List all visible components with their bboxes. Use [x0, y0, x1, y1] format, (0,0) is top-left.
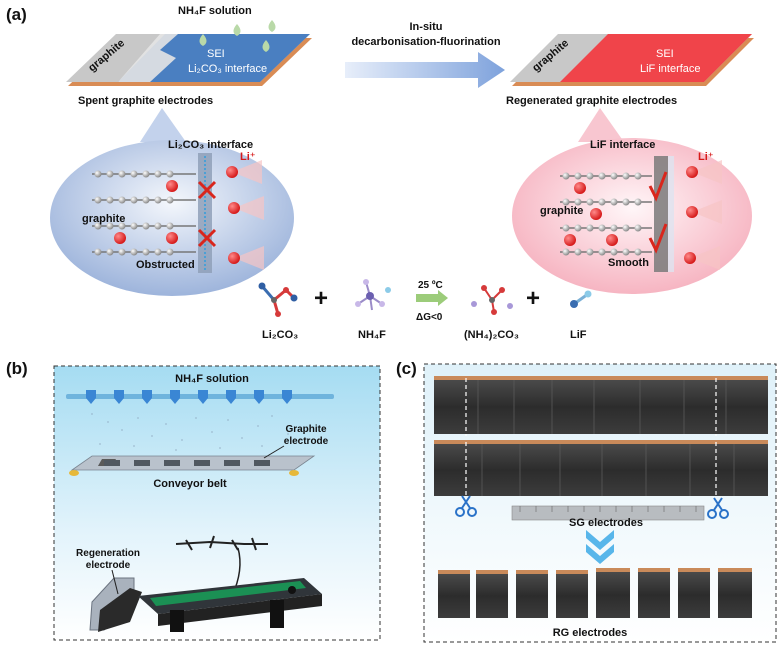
lif-layer [560, 34, 752, 82]
li2co3-layer [118, 34, 310, 82]
lif-zoom-title: LiF interface [590, 139, 655, 151]
solution-droplets: NH₄F solution [178, 5, 276, 52]
regenerated-caption: Regenerated graphite electrodes [506, 95, 677, 107]
conveyor-belt-label: Conveyor belt [153, 478, 227, 490]
steel-ruler [511, 505, 705, 521]
product1-label: (NH₄)₂CO₃ [464, 329, 519, 341]
obstructed-label: Obstructed [136, 259, 195, 271]
regeneration-label-2: electrode [86, 560, 131, 571]
graphite-layers-right [560, 172, 652, 256]
graphite-zoom-left: graphite [82, 213, 125, 225]
sei-label-left: SEI [207, 48, 225, 60]
li-ion-label-right: Li⁺ [698, 151, 714, 163]
spray-mist [91, 413, 301, 451]
blocked-cross-icon [197, 180, 217, 248]
li2co3-zoom-title: Li₂CO₃ interface [168, 139, 253, 151]
reactant2-label: NH₄F [358, 329, 386, 341]
process-label-1: In-situ [410, 21, 443, 33]
solution-label-b: NH₄F solution [175, 373, 249, 385]
graphite-electrode-label-2: electrode [284, 436, 329, 447]
li-ion-label-left: Li⁺ [240, 151, 256, 163]
regenerated-electrode-sheet: graphite SEI LiF interface Regenerated g… [506, 34, 754, 107]
li2co3-molecule-icon [258, 282, 298, 317]
process-label-2: decarbonisation-fluorination [351, 36, 500, 48]
plus-sign-1: + [314, 285, 328, 312]
spent-caption: Spent graphite electrodes [78, 95, 213, 107]
smooth-label: Smooth [608, 257, 649, 269]
interface-label-right: LiF interface [640, 63, 701, 75]
sg-electrode-strip-bottom [434, 440, 768, 498]
li2co3-zoom-bubble: Li₂CO₃ interface Li⁺ [50, 108, 294, 296]
interface-label-left: Li₂CO₃ interface [188, 63, 267, 75]
plus-sign-2: + [526, 285, 540, 312]
li-ions-right [564, 160, 722, 270]
scissors-icon [455, 495, 477, 517]
check-mark-icon [648, 171, 668, 254]
spent-electrode-sheet: graphite SEI Li₂CO₃ interface Spent grap… [66, 34, 312, 107]
solution-label-a: NH₄F solution [178, 5, 252, 17]
panel-b-tag: (b) [6, 359, 28, 378]
li-ions-left [114, 160, 264, 270]
nh4f-molecule-icon [355, 279, 391, 311]
regeneration-label-1: Regeneration [76, 548, 140, 559]
process-arrow: In-situ decarbonisation-fluorination [345, 21, 505, 88]
sg-electrode-strip-top [434, 376, 768, 436]
panel-c: SG electrodes RG electrodes [423, 363, 777, 643]
sg-electrodes-label: SG electrodes [569, 517, 643, 529]
graphite-zoom-right: graphite [540, 205, 583, 217]
conveyor-platform [69, 455, 316, 476]
reaction-equation: Li₂CO₃ + NH₄F 25 ºC ΔG<0 (NH₄ [258, 279, 592, 341]
scissors-icon-right [707, 497, 729, 519]
temperature-label: 25 ºC [418, 280, 443, 291]
gibbs-label: ΔG<0 [416, 312, 443, 323]
product2-label: LiF [570, 329, 587, 341]
regeneration-machine [89, 535, 322, 632]
panel-a-tag: (a) [6, 5, 27, 24]
lif-zoom-bubble: LiF interface Li⁺ [512, 108, 752, 294]
sei-label-right: SEI [656, 48, 674, 60]
panel-c-tag: (c) [396, 359, 417, 378]
graphite-electrode-label-1: Graphite [285, 424, 327, 435]
double-chevron-down-icon [586, 530, 614, 564]
spray-nozzles [86, 390, 292, 404]
rg-electrodes-label: RG electrodes [553, 627, 628, 639]
reactant1-label: Li₂CO₃ [262, 329, 298, 341]
graphite-layers-left [92, 170, 196, 256]
ammonium-carbonate-molecule-icon [471, 285, 513, 315]
reaction-arrow [416, 290, 448, 306]
rg-electrode-pieces [438, 568, 752, 618]
lif-molecule-icon [570, 290, 592, 308]
panel-b: NH₄F solution [53, 365, 381, 641]
